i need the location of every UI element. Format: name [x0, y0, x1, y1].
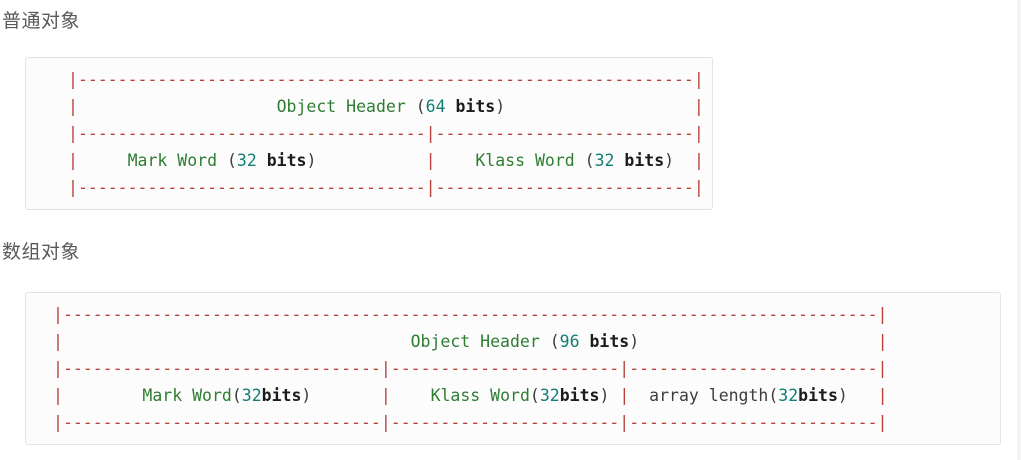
page-scrollbar[interactable] — [1017, 0, 1021, 460]
ascii-diagram-array-object: |---------------------------------------… — [53, 305, 888, 432]
section-heading-array-object: 数组对象 — [2, 242, 81, 263]
code-block-plain-object: |---------------------------------------… — [25, 57, 713, 210]
code-block-array-object: |---------------------------------------… — [25, 292, 1001, 445]
section-heading-plain-object: 普通对象 — [2, 11, 81, 32]
ascii-diagram-plain-object: |---------------------------------------… — [68, 70, 704, 197]
